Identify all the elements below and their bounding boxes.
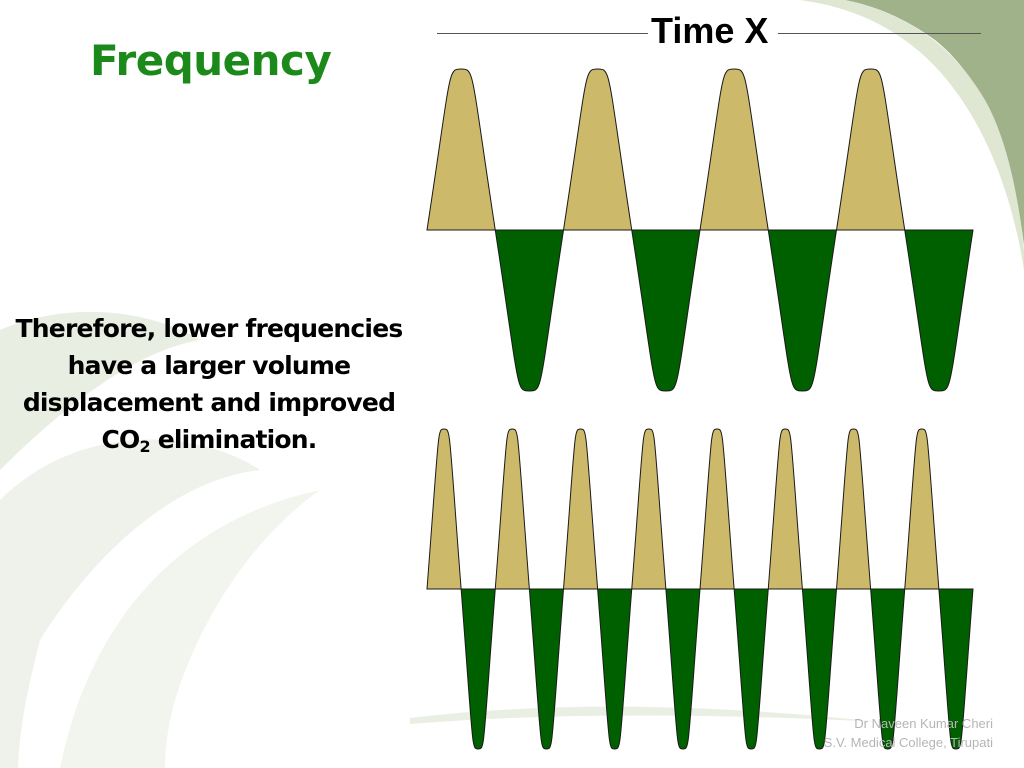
high-frequency-wave: [426, 428, 974, 750]
background-swoosh-bottom-left-3: [60, 490, 320, 768]
negative-half-cycle: [494, 229, 565, 392]
low-frequency-wave: [426, 68, 974, 392]
negative-half-cycle: [665, 588, 701, 750]
slide-title: Frequency: [90, 36, 332, 85]
positive-half-cycle: [835, 428, 872, 590]
negative-half-cycle: [904, 229, 974, 392]
negative-half-cycle: [767, 229, 838, 392]
explanation-line-3: displacement and improved: [22, 388, 396, 417]
positive-half-cycle: [767, 428, 803, 590]
co2-subscript: 2: [139, 437, 150, 456]
positive-half-cycle: [835, 68, 906, 231]
positive-half-cycle: [699, 428, 735, 590]
slide-footer: Dr Naveen Kumar Cheri S.V. Medical Colle…: [824, 714, 993, 752]
negative-half-cycle: [528, 588, 565, 750]
positive-half-cycle: [562, 68, 633, 231]
positive-half-cycle: [562, 428, 599, 590]
time-rule-left: [437, 33, 648, 34]
positive-half-cycle: [426, 428, 462, 590]
negative-half-cycle: [938, 588, 974, 750]
explanation-line-4: CO2 elimination.: [10, 421, 408, 458]
negative-half-cycle: [870, 588, 906, 750]
time-axis-label: Time X: [651, 10, 769, 51]
footer-institution: S.V. Medical College, Tirupati: [823, 735, 993, 750]
background-swoosh-bottom-left: [0, 311, 200, 470]
negative-half-cycle: [733, 588, 769, 750]
explanation-line-2: have a larger volume: [67, 351, 352, 380]
explanation-line-1: Therefore, lower frequencies: [15, 314, 404, 343]
elimination-text: elimination.: [149, 425, 318, 454]
background-swoosh-bottom-left-2: [0, 439, 260, 768]
time-rule-right: [778, 33, 981, 34]
positive-half-cycle: [426, 68, 496, 231]
positive-half-cycle: [631, 428, 667, 590]
footer-author: Dr Naveen Kumar Cheri: [854, 716, 993, 731]
negative-half-cycle: [801, 588, 838, 750]
negative-half-cycle: [460, 588, 496, 750]
background-swoosh-top-right: [845, 0, 1024, 245]
explanation-text: Therefore, lower frequencies have a larg…: [10, 310, 408, 458]
positive-half-cycle: [494, 428, 530, 590]
negative-half-cycle: [597, 588, 633, 750]
negative-half-cycle: [631, 229, 701, 392]
positive-half-cycle: [904, 428, 940, 590]
co2-formula: CO: [101, 425, 140, 454]
positive-half-cycle: [699, 68, 769, 231]
background-swoosh-bottom-arc: [410, 706, 880, 724]
